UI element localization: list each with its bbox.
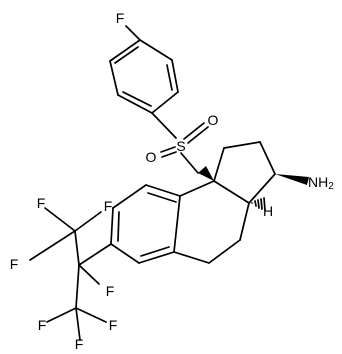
bond-upper-fluoro-1 bbox=[44, 207, 76, 232]
bond-upper-fluoro-2 bbox=[74, 211, 102, 232]
oxygen-left-label: O bbox=[146, 149, 157, 165]
bond-aryl-2 bbox=[139, 39, 173, 61]
bond-aromatic-6 bbox=[138, 251, 175, 264]
bond-aryl-3 bbox=[171, 59, 179, 93]
amine-label-text: NH bbox=[308, 174, 328, 190]
bond-cyclopentane-3 bbox=[259, 141, 276, 175]
stereo-layer bbox=[198, 166, 309, 211]
bond-cyclohexane-2 bbox=[239, 202, 250, 241]
bond-upper-fluoro-3 bbox=[29, 230, 76, 261]
fluoro-6-label: F bbox=[109, 317, 118, 333]
bond-aromatic-quaternary-carbon bbox=[78, 243, 112, 266]
bond-f-aryl bbox=[125, 25, 141, 41]
bond-sulfur-oxygen-right-a bbox=[183, 122, 205, 140]
fluoro-3-label: F bbox=[10, 256, 19, 272]
bond-sulfur-oxygen-left-b bbox=[161, 151, 177, 158]
fluoro-2-label: F bbox=[104, 198, 113, 214]
bond-aromatic-5 bbox=[110, 243, 140, 264]
bond-cyclopentane-1 bbox=[213, 147, 225, 182]
bond-aromatic-4 bbox=[110, 207, 114, 245]
bond-cyclopentane-5 bbox=[213, 180, 250, 204]
bond-cyclopentane-2 bbox=[223, 141, 261, 149]
bond-aryl-3-inner bbox=[166, 64, 173, 91]
bond-aryl-4 bbox=[151, 91, 179, 114]
bond-cyclopentane-4 bbox=[248, 173, 276, 204]
bond-aryl-1 bbox=[109, 39, 141, 62]
bond-aryl-5-inner bbox=[122, 91, 152, 107]
bond-cyclohexane-1 bbox=[179, 180, 215, 197]
wedge-bond-ring-junction bbox=[198, 166, 214, 181]
fluoro-5-label: F bbox=[38, 317, 47, 333]
bond-aromatic-2-inner bbox=[147, 192, 177, 203]
fluoro-aryl-label: F bbox=[116, 10, 125, 26]
bond-lower-fluoro-6 bbox=[75, 307, 107, 323]
bond-sulfur-oxygen-right-b bbox=[187, 126, 209, 144]
bond-lower-fluoro-5 bbox=[46, 307, 77, 323]
bond-aryl-6 bbox=[109, 60, 119, 96]
bond-aryl-5 bbox=[117, 94, 153, 114]
label-layer: F S O O NH2 H F F F F F F F bbox=[10, 10, 335, 352]
bond-aromatic-4-inner bbox=[117, 211, 120, 242]
stereo-hydrogen-label: H bbox=[263, 203, 273, 219]
bond-quaternary-fluoro-4 bbox=[78, 264, 100, 285]
bond-quaternary-upper-carbon bbox=[74, 230, 80, 266]
bond-cyclohexane-4 bbox=[173, 251, 210, 264]
fluoro-7-label: F bbox=[75, 336, 84, 352]
bond-aryl-1-inner bbox=[114, 46, 139, 64]
amine-label: NH2 bbox=[308, 174, 334, 192]
oxygen-right-label: O bbox=[208, 112, 219, 128]
bond-aromatic-3 bbox=[112, 184, 147, 209]
bond-sulfur-oxygen-left-a bbox=[160, 146, 176, 153]
bond-sulfur-ring-junction bbox=[180, 152, 199, 174]
hashed-bond-stereo-hydrogen bbox=[251, 197, 266, 211]
bond-aryl-sulfur bbox=[151, 112, 177, 139]
fluoro-4-label: F bbox=[106, 283, 115, 299]
bond-lower-fluoro-7 bbox=[75, 307, 81, 341]
amine-subscript: 2 bbox=[328, 181, 334, 192]
bond-layer bbox=[29, 25, 276, 341]
bond-cyclohexane-3 bbox=[208, 239, 241, 264]
sulfur-label: S bbox=[176, 138, 185, 154]
fluoro-1-label: F bbox=[37, 195, 46, 211]
bond-aromatic-1 bbox=[173, 195, 181, 253]
bond-aromatic-6-inner bbox=[140, 246, 170, 257]
wedge-bond-amine bbox=[275, 174, 309, 185]
bond-quaternary-lower-carbon bbox=[75, 264, 80, 309]
bond-aromatic-2 bbox=[145, 184, 181, 197]
